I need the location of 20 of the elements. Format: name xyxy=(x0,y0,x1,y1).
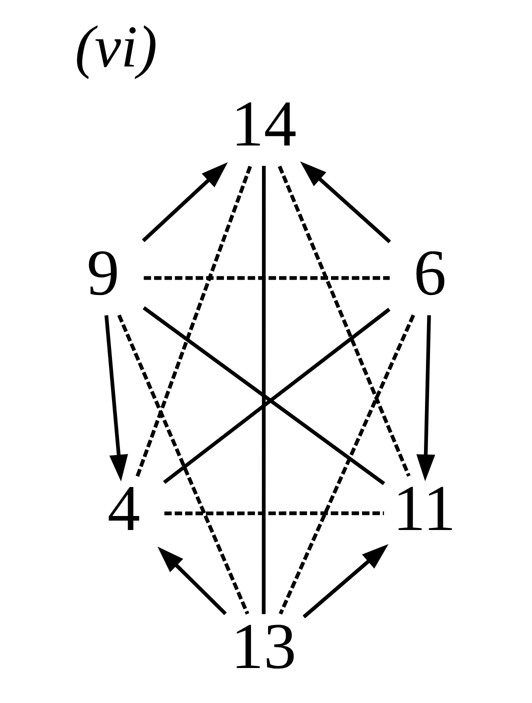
arrow xyxy=(300,161,390,244)
arrow xyxy=(302,544,388,618)
arrow xyxy=(141,162,228,242)
diagram-title: (vi) xyxy=(74,13,157,80)
arrow xyxy=(104,315,128,482)
connector xyxy=(277,166,410,477)
connector xyxy=(116,314,249,615)
node-text: 11 xyxy=(392,472,456,545)
connector xyxy=(164,511,384,516)
arrow xyxy=(157,546,226,616)
connector xyxy=(135,166,252,477)
node-text: 6 xyxy=(413,238,446,310)
connector xyxy=(278,314,415,615)
node-text: 4 xyxy=(107,473,140,546)
arrow xyxy=(416,315,435,482)
connector xyxy=(261,166,266,614)
node-text: 14 xyxy=(230,88,296,160)
connector xyxy=(143,276,390,280)
node-text: 9 xyxy=(86,238,119,310)
node-text: 13 xyxy=(230,611,296,684)
